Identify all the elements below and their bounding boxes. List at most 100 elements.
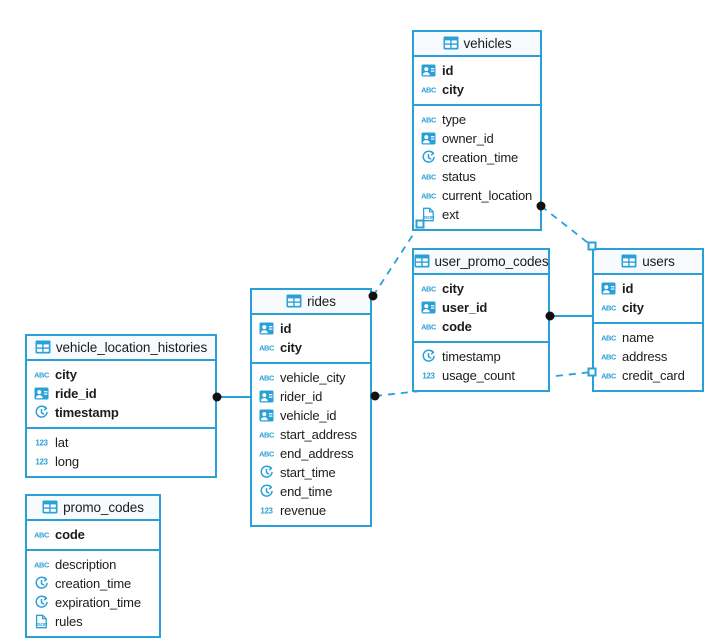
column-name: revenue: [280, 503, 326, 518]
text-type-icon: ABC: [421, 112, 436, 127]
column-name: city: [280, 340, 302, 355]
svg-text:ABC: ABC: [259, 344, 274, 353]
svg-text:ABC: ABC: [601, 372, 616, 381]
column-row[interactable]: ABC type: [414, 110, 540, 129]
column-row[interactable]: id: [594, 279, 702, 298]
text-type-icon: ABC: [34, 527, 49, 542]
column-row[interactable]: start_time: [252, 463, 370, 482]
relationship-line-rides-to-vehicles[interactable]: [372, 223, 421, 297]
column-row[interactable]: user_id: [414, 298, 548, 317]
entity-table-title: rides: [307, 294, 336, 309]
column-row[interactable]: 123 revenue: [252, 501, 370, 520]
column-name: end_address: [280, 446, 354, 461]
timestamp-icon: [421, 150, 436, 165]
column-row[interactable]: creation_time: [27, 574, 159, 593]
svg-text:123: 123: [260, 506, 273, 515]
user-card-icon: [421, 300, 436, 315]
table-icon: [35, 340, 51, 355]
column-row[interactable]: ABC city: [414, 80, 540, 99]
entity-table-title: users: [642, 254, 675, 269]
column-row[interactable]: expiration_time: [27, 593, 159, 612]
svg-text:ABC: ABC: [259, 431, 274, 440]
column-row[interactable]: ride_id: [27, 384, 215, 403]
column-row[interactable]: rider_id: [252, 387, 370, 406]
entity-table-header[interactable]: vehicle_location_histories: [27, 336, 215, 361]
column-row[interactable]: vehicle_id: [252, 406, 370, 425]
json-type-icon: JSON: [34, 614, 49, 629]
column-name: lat: [55, 435, 69, 450]
entity-table-header[interactable]: users: [594, 250, 702, 275]
entity-table-header[interactable]: promo_codes: [27, 496, 159, 521]
column-row[interactable]: timestamp: [27, 403, 215, 422]
column-row[interactable]: id: [252, 319, 370, 338]
column-name: timestamp: [55, 405, 119, 420]
column-row[interactable]: ABC end_address: [252, 444, 370, 463]
entity-table-header[interactable]: user_promo_codes: [414, 250, 549, 275]
svg-text:ABC: ABC: [421, 116, 436, 125]
column-row[interactable]: ABC credit_card: [594, 366, 702, 385]
entity-table-header[interactable]: vehicles: [414, 32, 540, 57]
svg-text:123: 123: [35, 457, 48, 466]
entity-table-title: user_promo_codes: [434, 254, 549, 269]
timestamp-icon: [34, 576, 49, 591]
column-row[interactable]: timestamp: [414, 347, 548, 366]
entity-table-header[interactable]: rides: [252, 290, 370, 315]
relationship-line-vehicles-to-users[interactable]: [540, 205, 593, 247]
column-row[interactable]: 123 lat: [27, 433, 215, 452]
column-name: long: [55, 454, 79, 469]
user-card-icon: [34, 386, 49, 401]
column-row[interactable]: ABC city: [252, 338, 370, 357]
column-name: user_id: [442, 300, 488, 315]
svg-text:ABC: ABC: [34, 561, 49, 570]
column-row[interactable]: owner_id: [414, 129, 540, 148]
entity-table-title: vehicles: [463, 36, 512, 51]
column-row[interactable]: 123 long: [27, 452, 215, 471]
column-name: name: [622, 330, 654, 345]
svg-text:ABC: ABC: [259, 450, 274, 459]
column-name: type: [442, 112, 466, 127]
text-type-icon: ABC: [421, 169, 436, 184]
text-type-icon: ABC: [34, 367, 49, 382]
column-name: city: [442, 82, 464, 97]
timestamp-icon: [259, 465, 274, 480]
svg-text:ABC: ABC: [421, 86, 436, 95]
column-row[interactable]: end_time: [252, 482, 370, 501]
text-type-icon: ABC: [601, 368, 616, 383]
column-name: ext: [442, 207, 459, 222]
column-name: id: [622, 281, 634, 296]
column-name: credit_card: [622, 368, 685, 383]
column-name: city: [622, 300, 644, 315]
text-type-icon: ABC: [259, 340, 274, 355]
many-endpoint-marker-vehicles-to-users: [536, 201, 546, 211]
table-icon: [42, 500, 58, 515]
column-row[interactable]: creation_time: [414, 148, 540, 167]
column-name: end_time: [280, 484, 333, 499]
column-row[interactable]: id: [414, 61, 540, 80]
number-type-icon: 123: [34, 435, 49, 450]
